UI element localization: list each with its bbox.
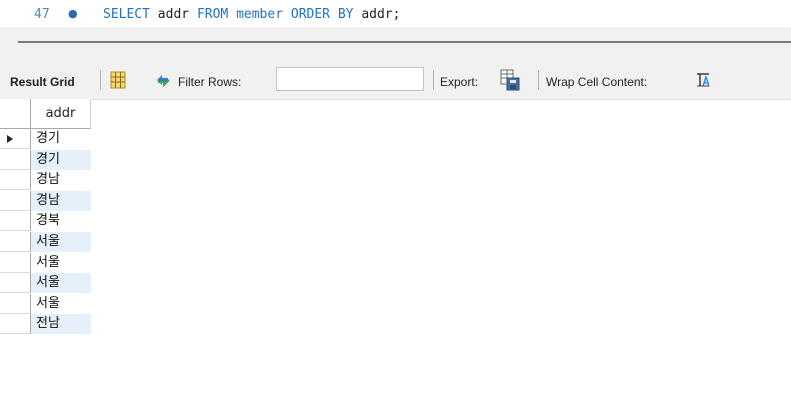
execution-marker-icon: ●	[68, 7, 78, 20]
sql-keyword: member	[236, 7, 284, 22]
sql-token: ;	[392, 7, 401, 22]
row-header[interactable]	[0, 170, 31, 191]
grid-corner[interactable]	[0, 99, 31, 129]
sql-keyword: SELECT	[103, 7, 150, 22]
grid-cell-addr[interactable]: 서울	[31, 232, 91, 252]
row-header[interactable]	[0, 129, 31, 149]
sql-token	[283, 7, 291, 22]
sql-token	[189, 7, 197, 22]
row-header[interactable]	[0, 273, 31, 294]
grid-cell-addr[interactable]: 경기	[31, 129, 91, 149]
row-header[interactable]	[0, 232, 31, 252]
grid-cell-addr[interactable]: 경기	[31, 149, 91, 170]
filter-rows-input[interactable]	[276, 67, 424, 91]
refresh-icon[interactable]	[154, 72, 172, 88]
export-icon[interactable]	[500, 69, 520, 91]
sql-keyword: FROM	[196, 7, 229, 22]
splitter-handle[interactable]	[18, 41, 791, 43]
row-header[interactable]	[0, 252, 31, 273]
row-header[interactable]	[0, 190, 31, 211]
current-row-arrow-icon	[7, 135, 13, 143]
wrap-cell-content-label: Wrap Cell Content:	[546, 75, 648, 89]
toolbar-separator	[100, 70, 101, 90]
sql-token: addr	[361, 7, 393, 22]
editor-splitter[interactable]	[0, 27, 791, 61]
grid-cell-addr[interactable]: 경남	[31, 170, 91, 191]
row-header[interactable]	[0, 314, 31, 335]
grid-layout-icon[interactable]	[110, 71, 126, 89]
sql-keyword: ORDER BY	[290, 7, 354, 22]
grid-cell-addr[interactable]: 서울	[31, 273, 91, 294]
grid-cell-addr[interactable]: 전남	[31, 314, 91, 335]
sql-token: addr	[157, 7, 190, 22]
export-label: Export:	[440, 75, 479, 89]
sql-statement[interactable]: SELECT addr FROM member ORDER BY addr;	[103, 7, 400, 22]
sql-token	[228, 7, 236, 22]
result-grid-tab[interactable]: Result Grid	[10, 75, 75, 89]
grid-cell-addr[interactable]: 서울	[31, 252, 91, 273]
grid-cell-addr[interactable]: 경북	[31, 211, 91, 232]
line-number: 47	[34, 7, 50, 22]
grid-cell-addr[interactable]: 서울	[31, 293, 91, 314]
column-header-addr[interactable]: addr	[31, 99, 91, 129]
wrap-cell-icon[interactable]	[696, 73, 710, 87]
row-header[interactable]	[0, 149, 31, 170]
result-toolbar: Result Grid Filter Rows: Export: Wrap Ce…	[0, 61, 791, 100]
filter-rows-label: Filter Rows:	[178, 75, 242, 89]
row-header[interactable]	[0, 293, 31, 314]
row-header[interactable]	[0, 211, 31, 232]
toolbar-separator	[433, 70, 434, 90]
toolbar-separator	[538, 70, 539, 90]
sql-token	[150, 7, 158, 22]
grid-header: addr	[0, 99, 791, 129]
grid-cell-addr[interactable]: 경남	[31, 190, 91, 211]
